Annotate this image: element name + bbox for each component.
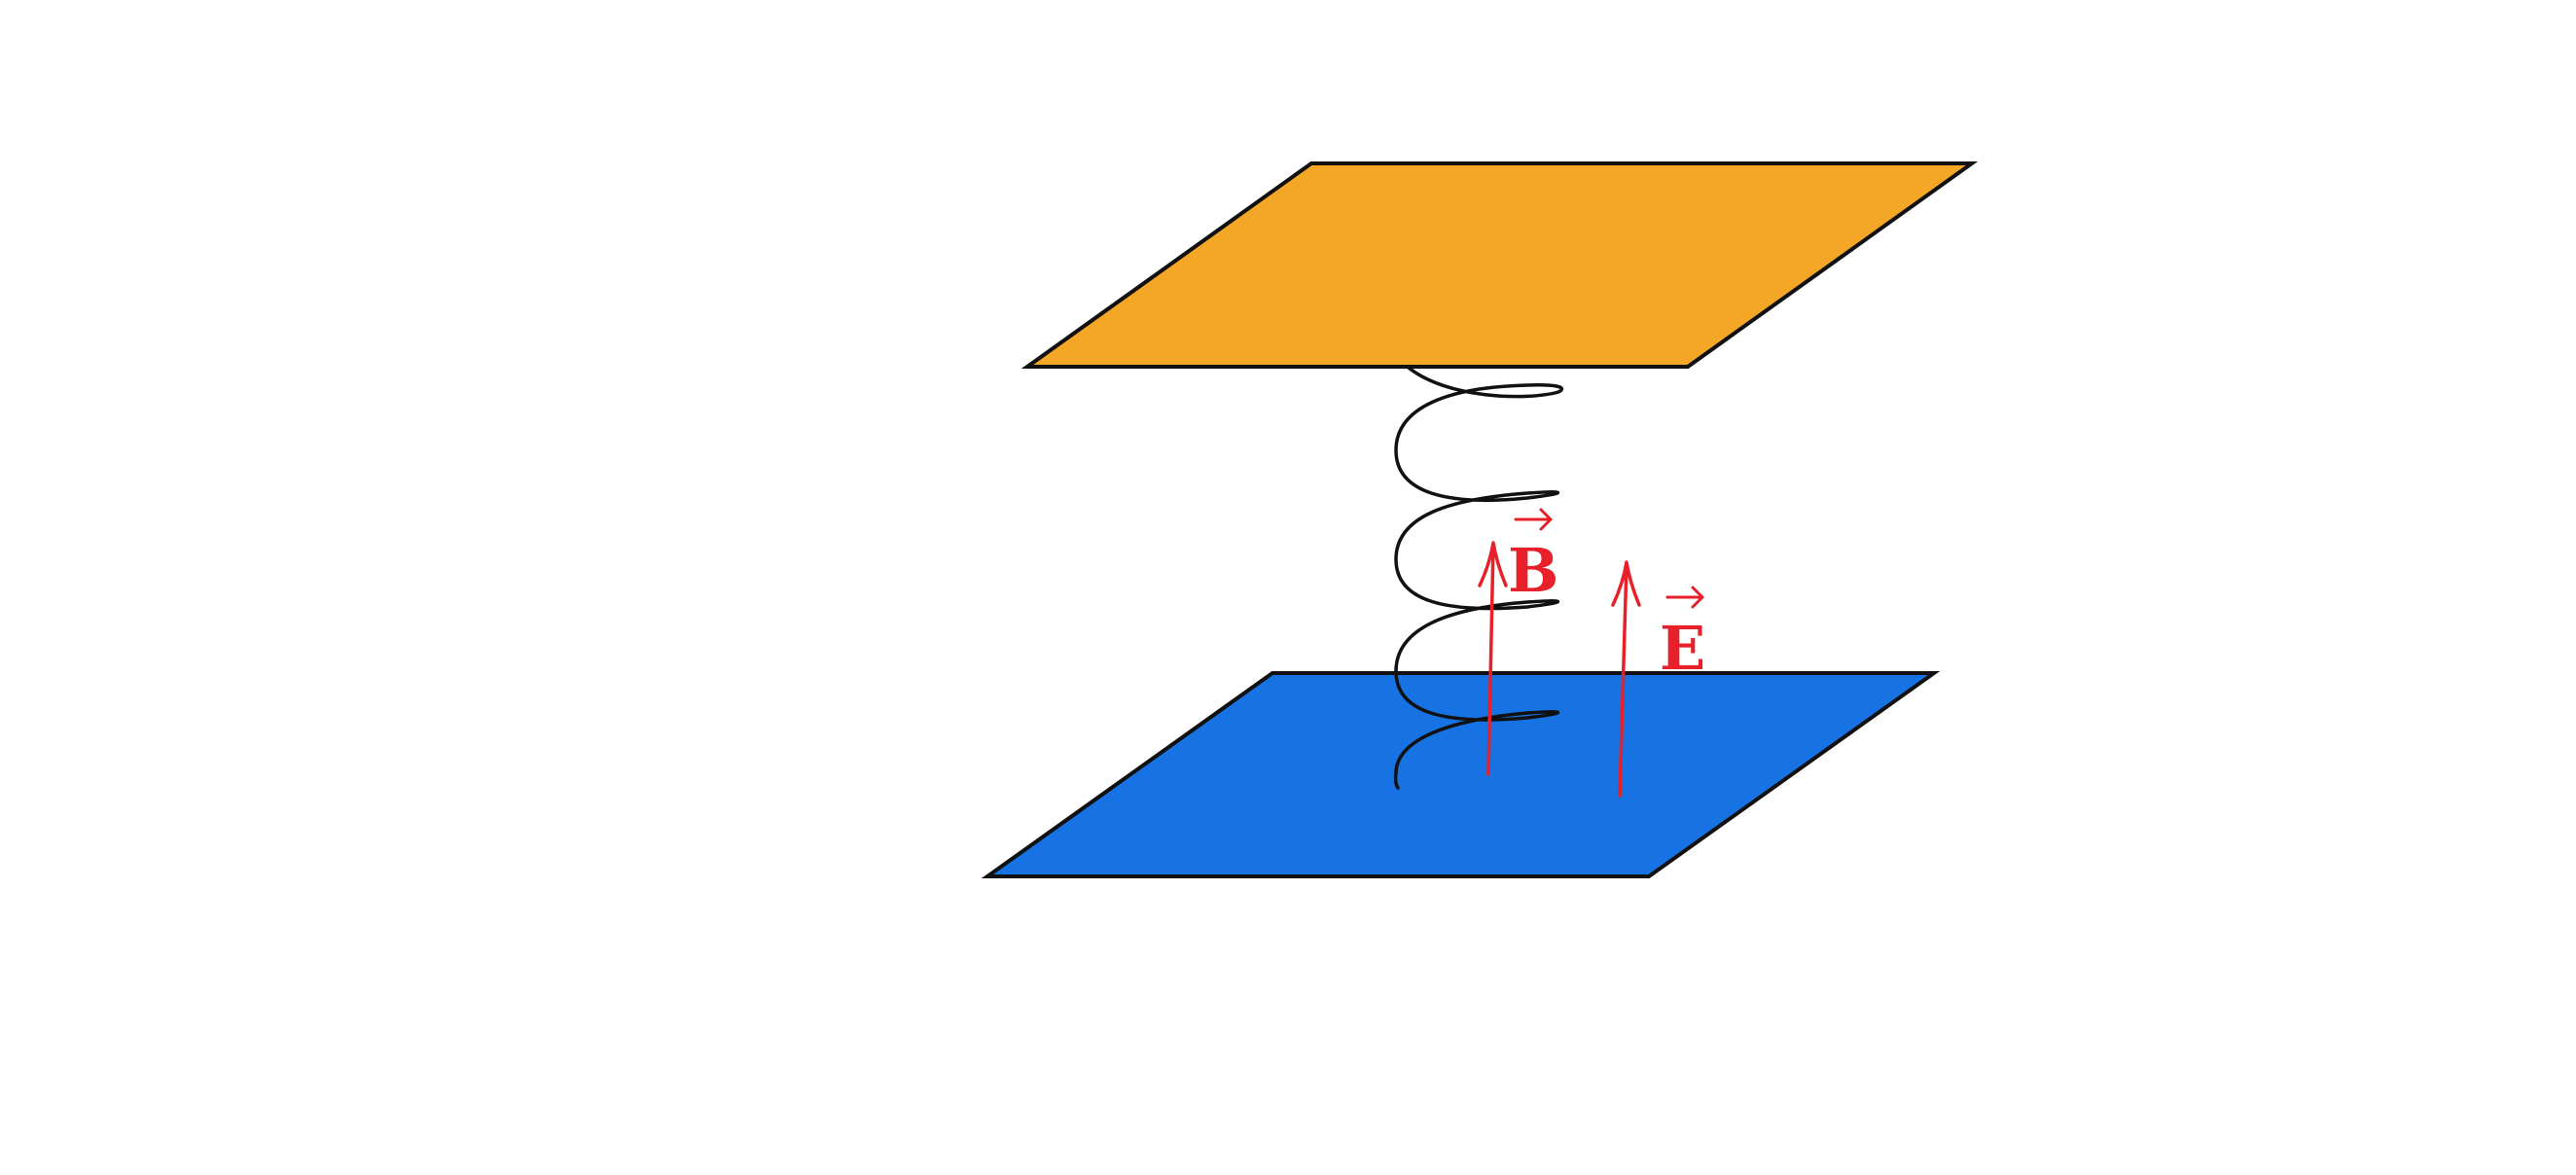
magnetic-field-arrowhead xyxy=(1478,541,1508,588)
electric-field-arrowhead xyxy=(1611,560,1641,607)
magnetic-field-label: B xyxy=(1508,535,1558,606)
electric-field-overarrow xyxy=(1665,586,1704,609)
helix-trajectory xyxy=(1393,366,1564,790)
bottom-plate xyxy=(981,671,1941,878)
magnetic-field-overarrow xyxy=(1514,508,1553,531)
magnetic-field-vector: B xyxy=(1478,508,1558,776)
electric-field-arrow-shaft xyxy=(1618,562,1628,798)
electric-field-label: E xyxy=(1660,613,1705,684)
electric-field-vector: E xyxy=(1611,560,1705,798)
top-plate xyxy=(1020,161,1979,369)
magnetic-field-arrow-shaft xyxy=(1486,543,1495,776)
